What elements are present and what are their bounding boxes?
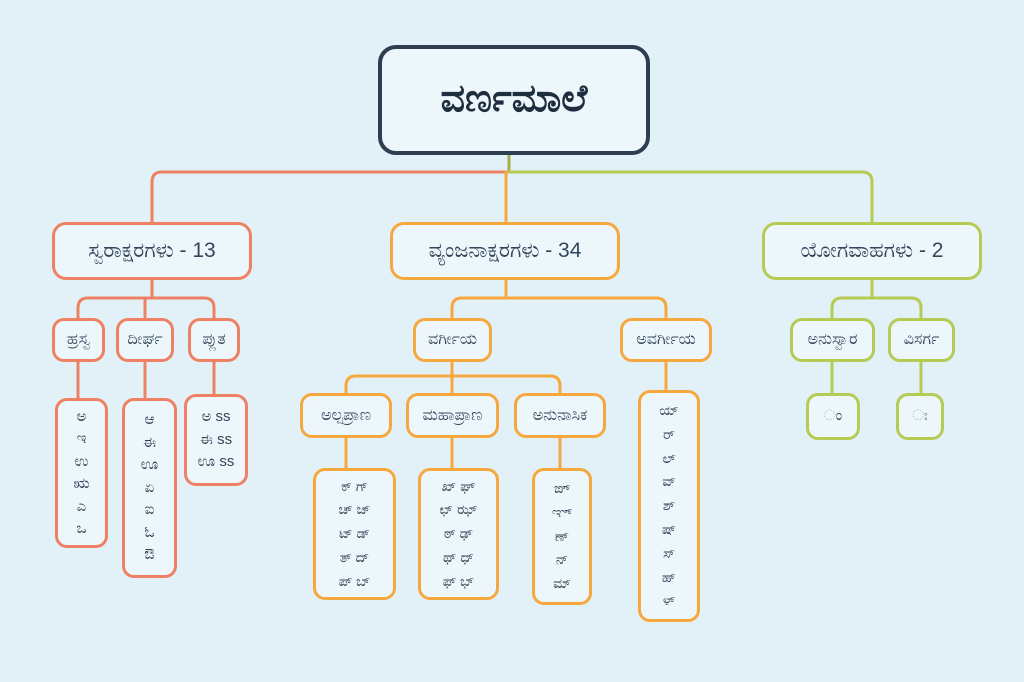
title-label: ವರ್ಣಮಾಲೆ xyxy=(440,78,588,121)
anunasika-letters: ಙ್ ಞ್ ಣ್ ನ್ ಮ್ xyxy=(532,468,592,605)
mahaprana-label: ಮಹಾಪ್ರಾಣ xyxy=(422,406,483,424)
hrasva-letters: ಅ ಇ ಉ ಋ ಎ ಒ xyxy=(55,398,108,548)
connector-consonants-bar xyxy=(450,296,668,320)
deergha-node: ದೀರ್ಘ xyxy=(116,318,174,362)
visarga-label: ವಿಸರ್ಗ xyxy=(903,331,940,348)
vowels-branch-label: ಸ್ವರಾಕ್ಷರಗಳು - 13 xyxy=(88,238,216,262)
visarga-letter: ಃ xyxy=(896,393,944,440)
pluta-letters: ಅ ss ಈ ss ಊ ss xyxy=(184,394,248,486)
consonants-branch-label: ವ್ಯಂಜನಾಕ್ಷರಗಳು - 34 xyxy=(428,238,582,262)
avargeeya-node: ಅವರ್ಗೀಯ xyxy=(620,318,712,362)
avargeeya-letters: ಯ್ ರ್ ಲ್ ವ್ ಶ್ ಷ್ ಸ್ ಹ್ ಳ್ xyxy=(638,390,700,622)
connector-to-yogavaha xyxy=(507,170,874,224)
connector-yogavaha-bar xyxy=(830,296,923,320)
pluta-label: ಪ್ಲುತ xyxy=(202,331,226,348)
consonants-branch-node: ವ್ಯಂಜನಾಕ್ಷರಗಳು - 34 xyxy=(390,222,620,280)
deergha-label: ದೀರ್ಘ xyxy=(127,331,163,348)
hrasva-label: ಹ್ರಸ್ವ xyxy=(66,331,91,348)
pluta-node: ಪ್ಲುತ xyxy=(188,318,240,362)
visarga-node: ವಿಸರ್ಗ xyxy=(888,318,955,362)
avargeeya-label: ಅವರ್ಗೀಯ xyxy=(636,331,696,348)
anusvara-node: ಅನುಸ್ವಾರ xyxy=(790,318,875,362)
alpaprana-letters: ಕ್ ಗ್ ಚ್ ಜ್ ಟ್ ಡ್ ತ್ ದ್ ಪ್ ಬ್ xyxy=(313,468,396,600)
yogavaha-branch-node: ಯೋಗವಾಹಗಳು - 2 xyxy=(762,222,982,280)
alpaprana-node: ಅಲ್ಪಪ್ರಾಣ xyxy=(300,393,392,438)
anunasika-node: ಅನುನಾಸಿಕ xyxy=(514,393,606,438)
mahaprana-letters: ಖ್ ಘ್ ಛ್ ಝ್ ಠ್ ಢ್ ಥ್ ಧ್ ಫ್ ಭ್ xyxy=(418,468,499,600)
yogavaha-branch-label: ಯೋಗವಾಹಗಳು - 2 xyxy=(800,238,944,262)
mahaprana-node: ಮಹಾಪ್ರಾಣ xyxy=(406,393,499,438)
anusvara-letter: ಂ xyxy=(806,393,860,440)
deergha-letters: ಆ ಈ ಊ ಏ ಐ ಓ ಔ xyxy=(122,398,177,578)
anusvara-label: ಅನುಸ್ವಾರ xyxy=(807,331,858,348)
vowels-branch-node: ಸ್ವರಾಕ್ಷರಗಳು - 13 xyxy=(52,222,252,280)
vargeeya-node: ವರ್ಗೀಯ xyxy=(413,318,492,362)
anunasika-label: ಅನುನಾಸಿಕ xyxy=(532,406,588,424)
alpaprana-label: ಅಲ್ಪಪ್ರಾಣ xyxy=(320,406,372,424)
connector-to-vowels xyxy=(150,170,511,224)
vargeeya-label: ವರ್ಗೀಯ xyxy=(427,331,478,348)
title-node: ವರ್ಣಮಾಲೆ xyxy=(378,45,650,155)
hrasva-node: ಹ್ರಸ್ವ xyxy=(52,318,105,362)
